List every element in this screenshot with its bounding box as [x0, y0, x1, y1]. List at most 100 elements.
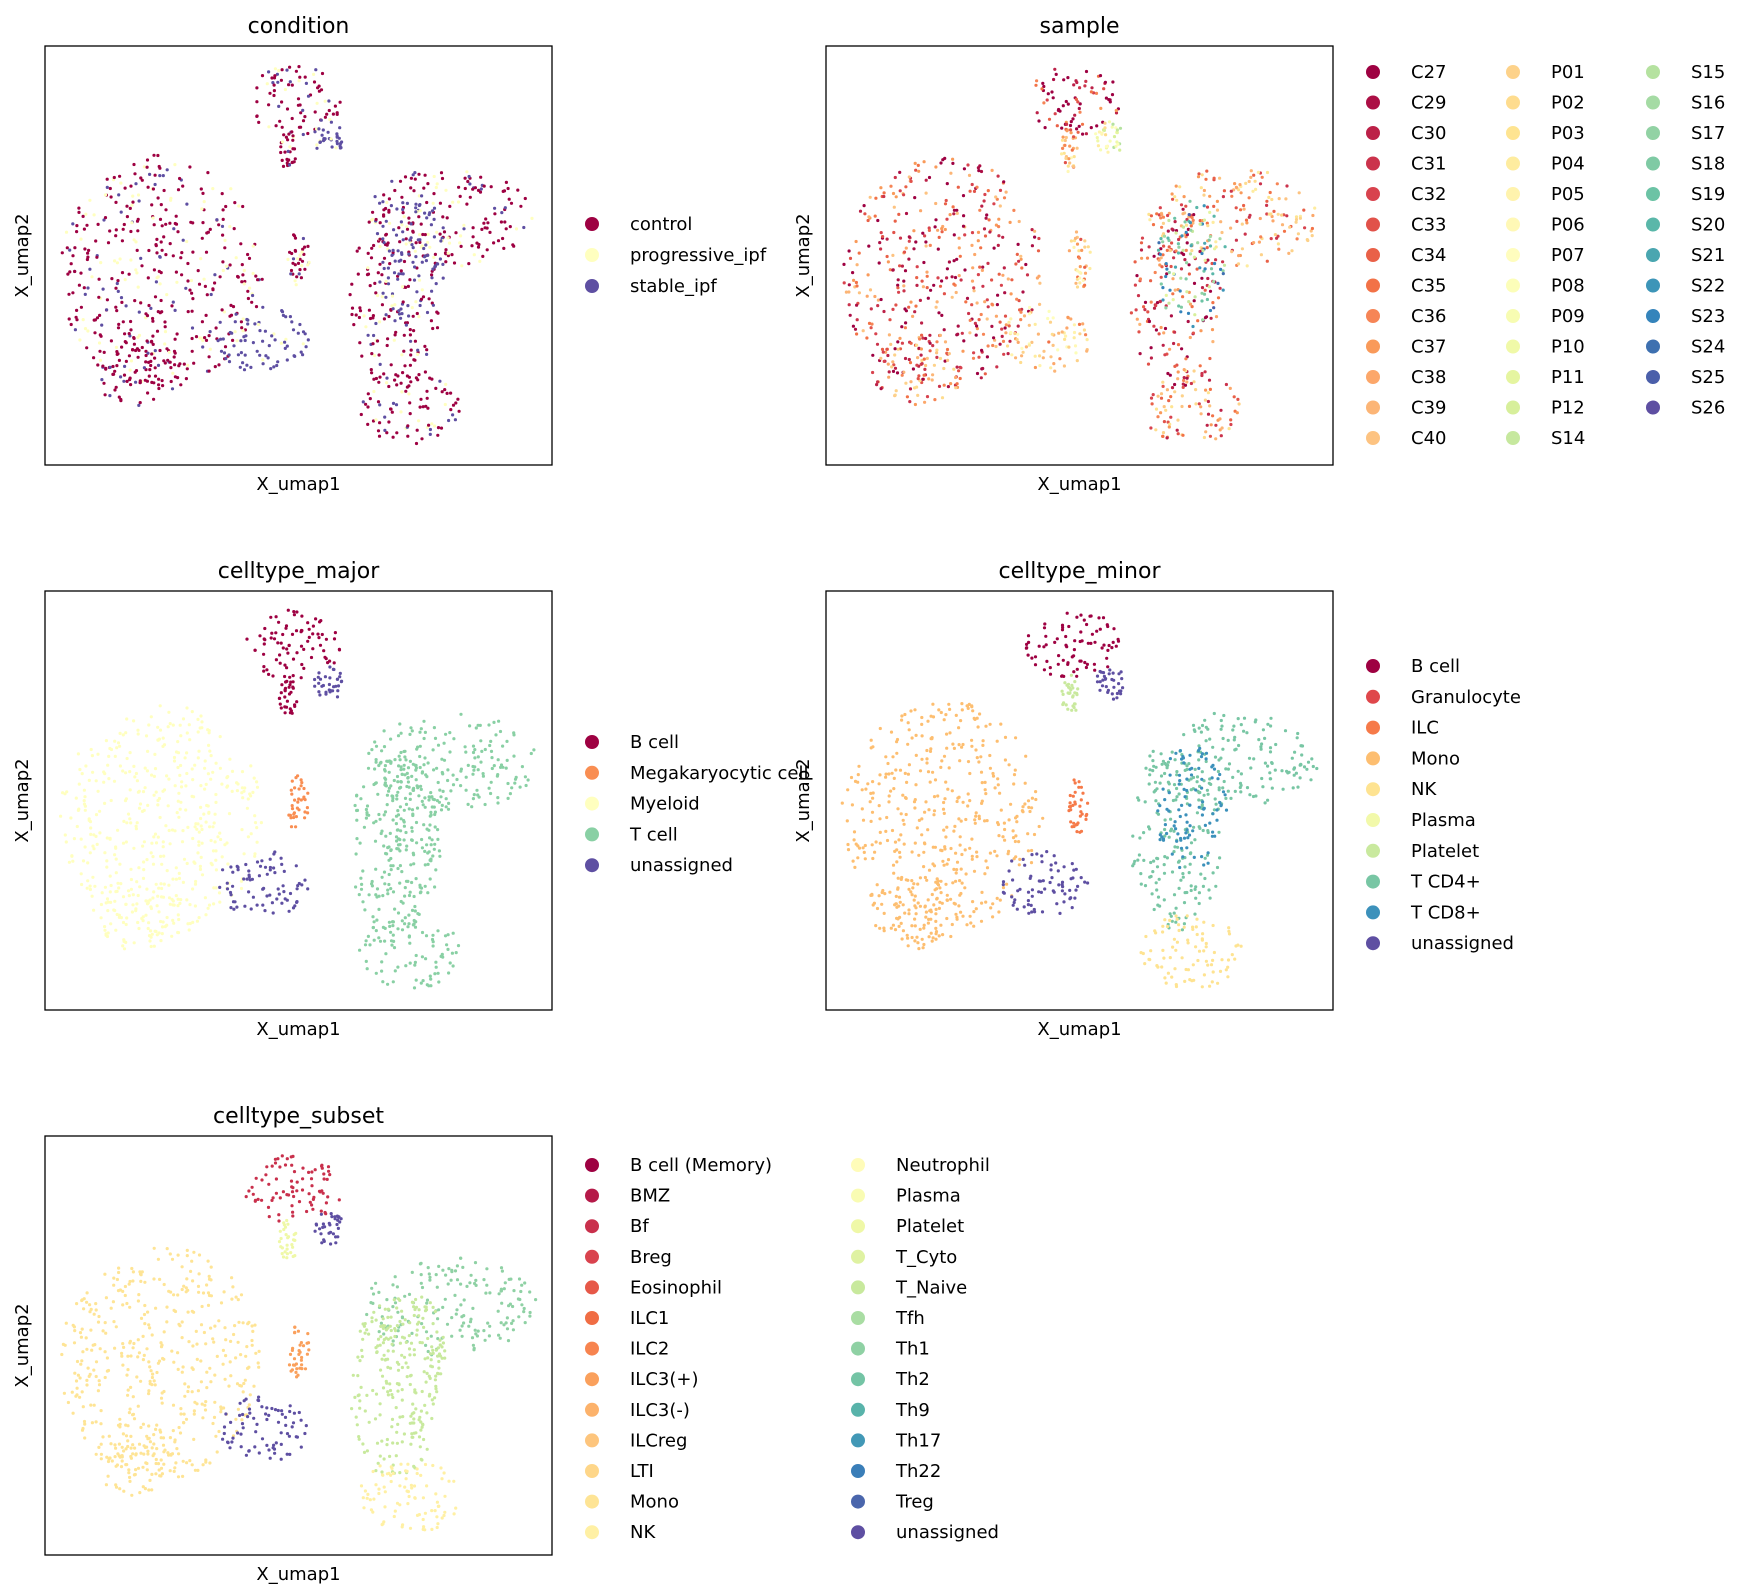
cell-point	[159, 203, 163, 207]
cell-point	[1232, 724, 1236, 728]
cell-point	[464, 788, 468, 792]
cell-point	[185, 367, 189, 371]
cell-point	[171, 723, 175, 727]
cell-point	[288, 315, 292, 319]
cell-point	[293, 157, 297, 161]
cell-point	[1214, 437, 1218, 441]
cell-point	[441, 215, 445, 219]
cell-point	[202, 277, 206, 281]
cell-point	[196, 756, 200, 760]
cell-point	[383, 764, 387, 768]
cell-point	[890, 365, 894, 369]
cell-point	[513, 781, 517, 785]
cell-point	[1038, 281, 1042, 285]
cell-point	[968, 771, 972, 776]
cell-point	[295, 700, 299, 704]
cell-point	[106, 763, 110, 767]
cell-point	[1216, 777, 1220, 781]
cell-point	[1184, 357, 1188, 361]
cell-point	[71, 254, 75, 258]
cell-point	[124, 922, 128, 927]
cell-point	[300, 250, 304, 254]
cell-point	[400, 195, 404, 199]
cell-point	[404, 285, 408, 289]
cell-point	[1114, 126, 1118, 130]
cell-point	[139, 256, 143, 260]
cell-point	[1169, 817, 1173, 821]
cell-point	[240, 770, 245, 774]
cell-point	[255, 840, 259, 844]
cell-point	[924, 191, 928, 195]
cell-point	[114, 890, 118, 894]
cell-point	[950, 275, 954, 279]
cell-point	[420, 194, 424, 198]
cell-point	[153, 832, 158, 836]
cell-point	[444, 797, 448, 801]
cell-point	[165, 168, 169, 172]
cell-point	[1030, 244, 1034, 248]
cell-point	[1161, 240, 1165, 244]
cell-point	[79, 271, 83, 275]
cell-point	[969, 921, 973, 925]
cell-point	[430, 377, 434, 381]
cell-point	[396, 965, 400, 969]
cell-point	[1189, 788, 1193, 792]
cell-point	[280, 68, 284, 72]
cell-point	[393, 333, 397, 337]
cell-point	[1081, 132, 1085, 136]
cell-point	[1066, 316, 1070, 320]
cell-point	[203, 766, 207, 770]
cell-point	[457, 409, 461, 413]
cell-point	[296, 800, 300, 804]
cell-point	[161, 174, 165, 178]
cell-point	[411, 314, 415, 318]
cell-point	[366, 392, 370, 396]
cell-point	[365, 967, 369, 971]
cell-point	[243, 279, 247, 284]
cell-point	[291, 134, 295, 138]
cell-point	[301, 353, 305, 357]
cell-point	[1164, 306, 1168, 310]
cell-point	[370, 352, 374, 356]
cell-point	[80, 772, 84, 776]
cell-point	[1006, 277, 1010, 281]
cell-point	[425, 389, 429, 393]
cell-point	[356, 272, 360, 276]
cell-point	[414, 241, 418, 245]
cell-point	[196, 822, 200, 826]
cell-point	[1163, 798, 1167, 802]
cell-point	[406, 780, 410, 784]
cell-point	[92, 356, 96, 360]
cell-point	[934, 926, 938, 931]
cell-point	[408, 333, 412, 337]
cell-point	[1202, 793, 1206, 797]
cell-point	[1244, 218, 1249, 222]
cell-point	[208, 227, 212, 231]
cell-point	[1162, 331, 1166, 335]
cell-point	[150, 340, 154, 344]
cell-point	[1236, 769, 1240, 773]
cell-point	[444, 260, 448, 264]
cell-point	[873, 214, 877, 218]
cell-point	[281, 164, 286, 168]
cell-point	[942, 292, 947, 296]
cell-point	[378, 237, 382, 241]
cell-point	[1254, 187, 1258, 191]
legend-label: S23	[1691, 306, 1725, 327]
cell-point	[1156, 857, 1160, 861]
cell-point	[366, 405, 370, 409]
cell-point	[935, 896, 939, 901]
cell-point	[381, 894, 385, 898]
cell-point	[151, 862, 156, 866]
cell-point	[272, 93, 276, 98]
cell-point	[436, 780, 440, 785]
cell-point	[1287, 251, 1291, 255]
cell-point	[172, 759, 177, 763]
cell-point	[1025, 646, 1029, 650]
cell-point	[1274, 742, 1278, 747]
cell-point	[124, 902, 128, 906]
cell-point	[408, 278, 412, 282]
cell-point	[886, 362, 890, 366]
cell-point	[893, 840, 898, 844]
cell-point	[1085, 662, 1089, 667]
